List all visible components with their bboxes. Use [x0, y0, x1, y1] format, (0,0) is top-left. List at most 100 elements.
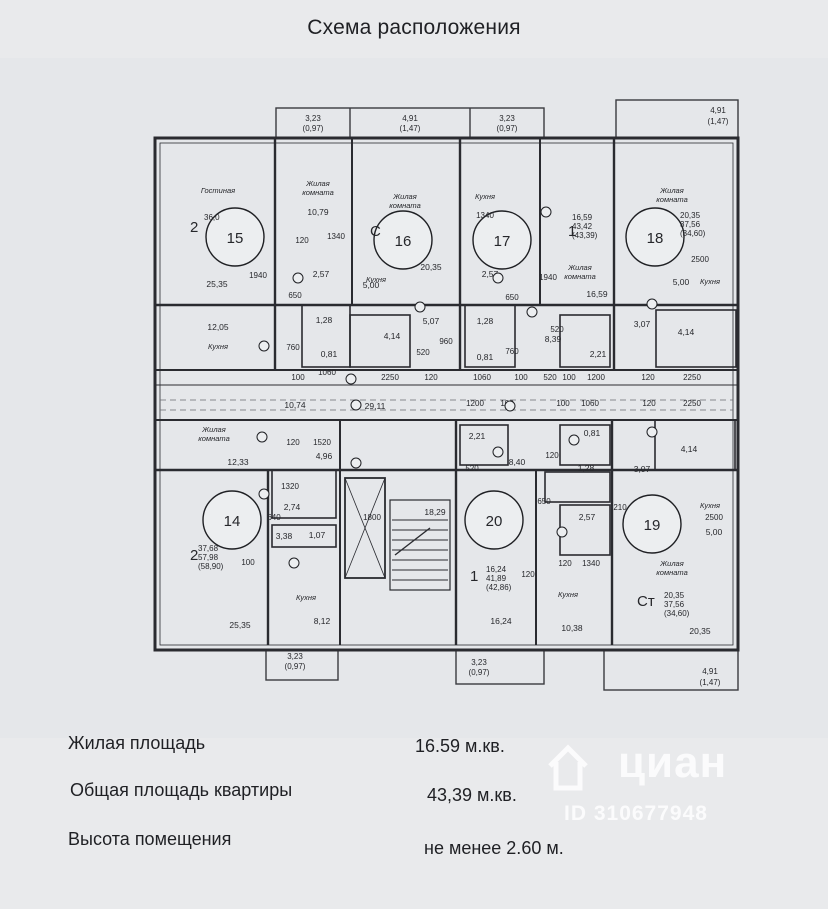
svg-text:4,91: 4,91	[710, 106, 726, 115]
apartment-number: 17	[494, 233, 511, 250]
svg-text:120: 120	[545, 451, 559, 460]
svg-text:комната: комната	[656, 195, 688, 204]
svg-text:2,57: 2,57	[313, 269, 330, 279]
svg-text:Жилая: Жилая	[392, 192, 416, 201]
svg-text:100: 100	[562, 373, 576, 382]
svg-text:3,23: 3,23	[305, 114, 321, 123]
svg-text:1940: 1940	[249, 271, 267, 280]
svg-text:0,81: 0,81	[584, 428, 601, 438]
total-area-label: Общая площадь квартиры	[70, 780, 293, 800]
summary: 43,42	[572, 222, 593, 231]
apartment-number: 20	[486, 513, 503, 530]
svg-text:100: 100	[241, 558, 255, 567]
svg-text:1060: 1060	[318, 368, 336, 377]
svg-text:1340: 1340	[476, 211, 494, 220]
svg-text:2,57: 2,57	[579, 512, 596, 522]
room-areas: 25,35 10,79 2,57 5,00 20,35 2,57 16,59 5…	[206, 207, 722, 636]
apartment-number: 16	[395, 233, 412, 250]
plan-paper	[0, 58, 828, 738]
svg-text:760: 760	[505, 347, 519, 356]
svg-text:20,35: 20,35	[689, 626, 711, 636]
svg-text:1,28: 1,28	[578, 463, 595, 473]
living-area-label: Жилая площадь	[68, 733, 206, 753]
svg-text:4,96: 4,96	[316, 451, 333, 461]
svg-text:2250: 2250	[683, 399, 701, 408]
svg-text:4,14: 4,14	[681, 444, 698, 454]
room-count: 1	[568, 223, 576, 240]
svg-text:20,35: 20,35	[420, 262, 442, 272]
svg-text:520: 520	[550, 325, 564, 334]
svg-text:Кухня: Кухня	[475, 192, 495, 201]
total-area-value: 43,39 м.кв.	[427, 785, 517, 805]
svg-text:1200: 1200	[466, 399, 484, 408]
summary: 20,35	[680, 211, 701, 220]
room-count: Ст	[637, 593, 655, 610]
svg-text:Кухня: Кухня	[366, 275, 386, 284]
summary: (34,60)	[680, 229, 706, 238]
room-count: 1	[470, 568, 478, 585]
summary: (58,90)	[198, 562, 224, 571]
svg-text:4,91: 4,91	[402, 114, 418, 123]
svg-text:(0,97): (0,97)	[285, 662, 306, 671]
svg-text:комната: комната	[198, 434, 230, 443]
apartment-marker-17	[472, 210, 532, 270]
svg-text:3,07: 3,07	[634, 319, 651, 329]
svg-text:18,29: 18,29	[424, 507, 446, 517]
svg-text:120: 120	[642, 399, 656, 408]
svg-text:8,40: 8,40	[509, 457, 526, 467]
apartment-marker-20	[464, 490, 524, 550]
svg-text:650: 650	[537, 497, 551, 506]
svg-text:4,91: 4,91	[702, 667, 718, 676]
svg-text:25,35: 25,35	[206, 279, 228, 289]
svg-text:Жилая: Жилая	[305, 179, 329, 188]
svg-text:3,23: 3,23	[471, 658, 487, 667]
summary: 41,89	[486, 574, 507, 583]
summary: 37,56	[664, 600, 685, 609]
cian-house-icon	[548, 744, 588, 791]
height-value: не менее 2.60 м.	[424, 838, 564, 858]
svg-text:1060: 1060	[581, 399, 599, 408]
svg-text:3,38: 3,38	[276, 531, 293, 541]
svg-text:(1,47): (1,47)	[700, 678, 721, 687]
svg-text:3,07: 3,07	[634, 464, 651, 474]
svg-text:16,59: 16,59	[586, 289, 608, 299]
stairs	[392, 519, 448, 581]
svg-text:10,38: 10,38	[561, 623, 583, 633]
svg-text:Жилая: Жилая	[201, 425, 225, 434]
summary: 16,59	[572, 213, 593, 222]
svg-text:10,79: 10,79	[307, 207, 329, 217]
svg-text:2,21: 2,21	[469, 431, 486, 441]
summary: (43,39)	[572, 231, 598, 240]
svg-text:2500: 2500	[705, 513, 723, 522]
svg-text:комната: комната	[564, 272, 596, 281]
svg-text:Жилая: Жилая	[567, 263, 591, 272]
svg-text:(0,97): (0,97)	[469, 668, 490, 677]
svg-text:4,14: 4,14	[678, 327, 695, 337]
apartment-number: 15	[227, 230, 244, 247]
svg-text:25,35: 25,35	[229, 620, 251, 630]
svg-text:100: 100	[556, 399, 570, 408]
svg-text:3,23: 3,23	[499, 114, 515, 123]
svg-text:(0,97): (0,97)	[303, 124, 324, 133]
svg-text:2250: 2250	[683, 373, 701, 382]
summary: (42,86)	[486, 583, 512, 592]
svg-text:Кухня: Кухня	[208, 342, 228, 351]
svg-text:комната: комната	[389, 201, 421, 210]
svg-text:1320: 1320	[281, 482, 299, 491]
door-markers	[256, 206, 658, 569]
svg-text:Кухня: Кухня	[700, 277, 720, 286]
svg-text:1060: 1060	[473, 373, 491, 382]
svg-text:120: 120	[521, 570, 535, 579]
svg-text:760: 760	[286, 343, 300, 352]
svg-text:Жилая: Жилая	[659, 186, 683, 195]
svg-text:520: 520	[416, 348, 430, 357]
svg-text:Жилая: Жилая	[659, 559, 683, 568]
svg-text:1,28: 1,28	[316, 315, 333, 325]
summary: 36,0	[204, 213, 220, 222]
apartment-numbers: 15 16 17 18 14 20 19	[224, 230, 664, 534]
svg-text:1340: 1340	[327, 232, 345, 241]
apartment-marker-18	[625, 207, 685, 267]
svg-text:Кухня: Кухня	[296, 593, 316, 602]
